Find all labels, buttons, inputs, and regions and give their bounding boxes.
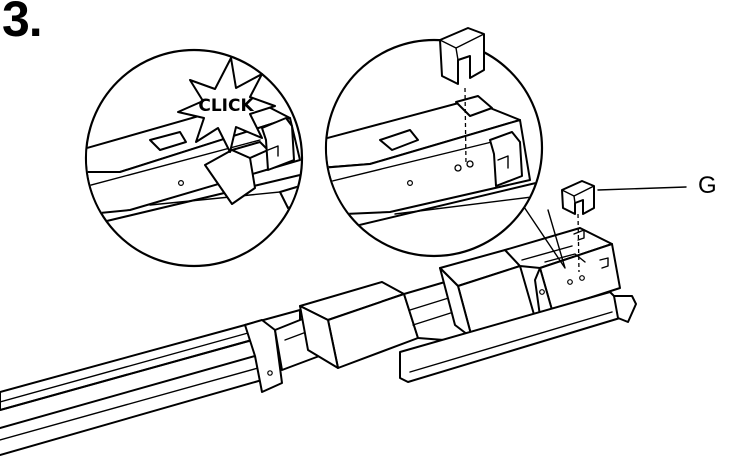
detail-circle-left: CLICK [84, 48, 304, 268]
clip-g [561, 180, 595, 273]
main-rail [0, 227, 637, 456]
detail-leader [517, 197, 566, 269]
step-number: 3. [2, 0, 43, 47]
callout-line [597, 186, 687, 191]
click-label: CLICK [198, 96, 254, 116]
click-burst [177, 57, 276, 153]
callout-label-g: G [698, 172, 717, 199]
detail-circle-right [324, 27, 544, 258]
